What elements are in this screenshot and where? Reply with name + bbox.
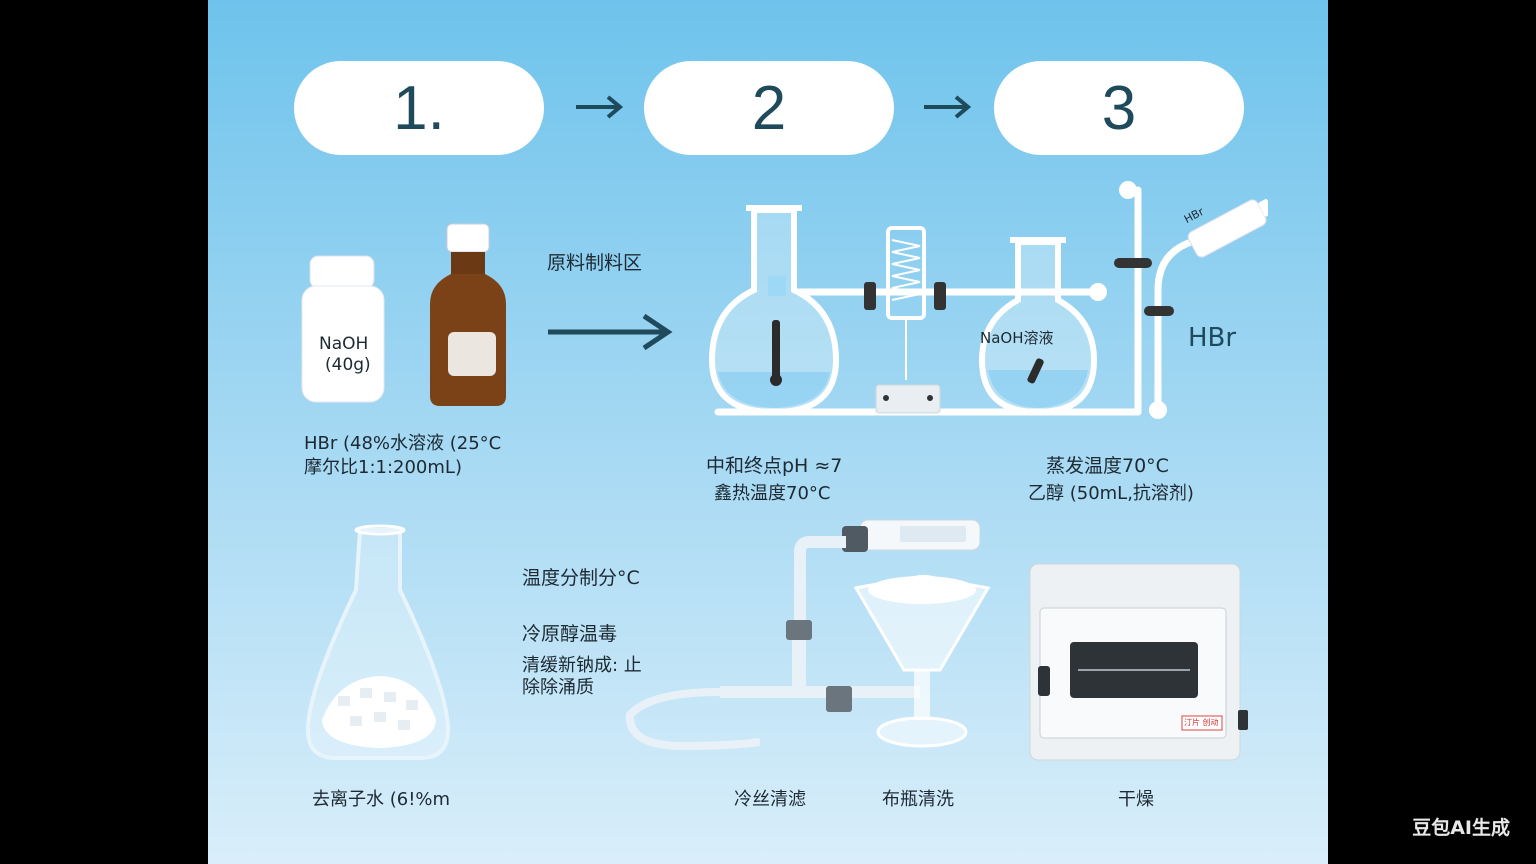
process-arrow-icon bbox=[548, 313, 673, 351]
step-1-pill: 1. bbox=[294, 61, 544, 155]
raw-material-zone-label: 原料制料区 bbox=[547, 252, 643, 274]
cold-alcohol-label: 冷原醇温毒 bbox=[522, 623, 618, 645]
dry-label: 干燥 bbox=[1118, 789, 1154, 810]
flask-solution-label: NaOH溶液 bbox=[980, 329, 1054, 347]
wash-line1: 清缓新钠成: 止 bbox=[522, 655, 642, 676]
cloth-wash-label: 布瓶清洗 bbox=[882, 789, 954, 810]
wash-line2: 除除涌质 bbox=[522, 677, 594, 698]
crystal-flask-icon bbox=[305, 524, 451, 760]
cold-filter-label: 冷丝清滤 bbox=[734, 789, 806, 810]
neutral-line2: 鑫热温度70°C bbox=[714, 483, 831, 504]
naoh-label: NaOH bbox=[319, 334, 369, 354]
di-water-label: 去离子水 (6!%m bbox=[312, 789, 451, 810]
diagram-panel: 1. 2 3 NaOH (40g) HBr (48%水溶液 (25°C 摩尔比1… bbox=[208, 0, 1328, 864]
oven-label: 汀片 创动 bbox=[1184, 718, 1219, 727]
evap-line1: 蒸发温度70°C bbox=[1046, 455, 1169, 477]
hbr-side-label: HBr bbox=[1188, 323, 1237, 353]
hbr-desc-line1: HBr (48%水溶液 (25°C bbox=[304, 433, 502, 454]
filtration-setup bbox=[625, 519, 991, 751]
step-arrow-1-icon bbox=[576, 95, 624, 119]
step-arrow-2-icon bbox=[924, 95, 972, 119]
naoh-bottle-icon bbox=[301, 255, 385, 403]
watermark: 豆包AI生成 bbox=[1412, 817, 1510, 839]
evap-line2: 乙醇 (50mL,抗溶剂) bbox=[1028, 483, 1194, 504]
hbr-desc-line2: 摩尔比1:1:200mL) bbox=[304, 457, 462, 478]
temp-control-label: 温度分制分°C bbox=[522, 567, 640, 589]
step-2-pill: 2 bbox=[644, 61, 894, 155]
naoh-amount: (40g) bbox=[325, 355, 371, 375]
drying-oven-icon bbox=[1029, 563, 1248, 761]
step-3-pill: 3 bbox=[994, 61, 1244, 155]
neutral-line1: 中和终点pH ≈7 bbox=[706, 455, 843, 477]
reaction-apparatus bbox=[708, 181, 1268, 419]
amber-bottle-icon bbox=[430, 223, 506, 406]
